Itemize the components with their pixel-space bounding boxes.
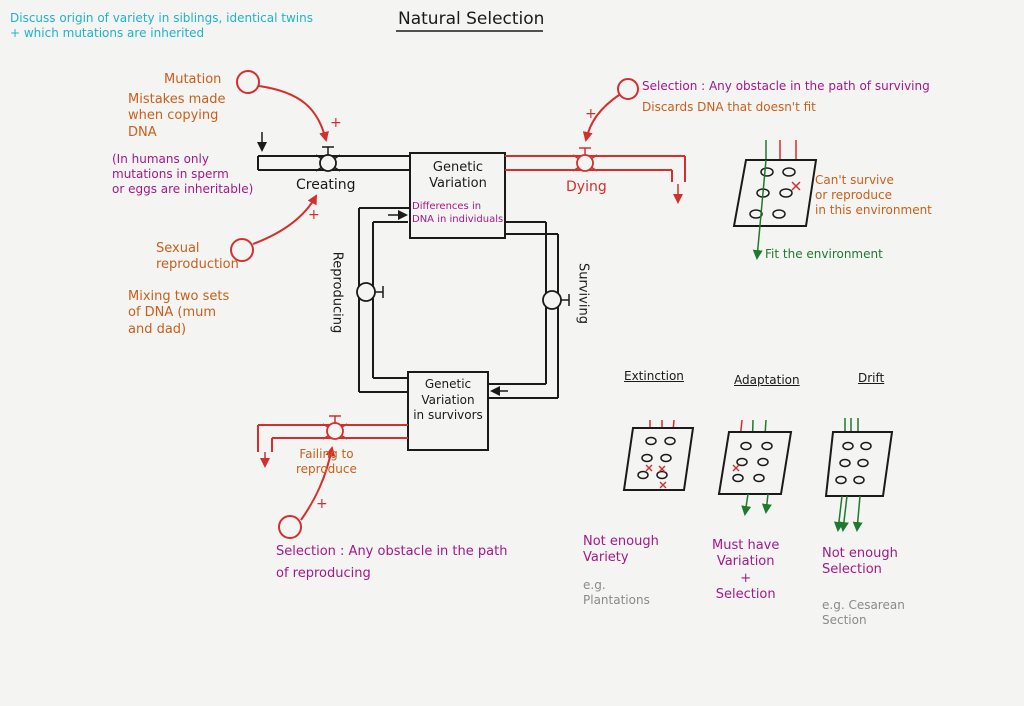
scenario-caption-adaptation: Must have Variation + Selection (712, 538, 780, 602)
fit-environment-label: Fit the environment (765, 247, 883, 261)
selection-reproducing-label: Selection : Any obstacle in the path of … (276, 544, 508, 582)
drift-filter (824, 418, 894, 532)
scenario-heading-extinction: Extinction (624, 369, 684, 383)
sexual-reproduction-title: Sexual reproduction (156, 241, 239, 273)
selection-surviving-influence (582, 78, 639, 142)
cant-survive-label: Can't survive or reproduce in this envir… (815, 173, 932, 217)
mutation-description: Mistakes made when copying DNA (128, 92, 226, 140)
mutation-influence (236, 70, 329, 142)
plus-sign-selection-surviving: + (585, 106, 597, 122)
sexual-reproduction-description: Mixing two sets of DNA (mum and dad) (128, 289, 230, 337)
surviving-loop (488, 221, 559, 399)
reproducing-loop (358, 207, 410, 393)
genetic-variation-label: Genetic Variation (429, 160, 487, 192)
scenario-heading-drift: Drift (858, 371, 885, 385)
scenario-example-extinction: e.g. Plantations (583, 578, 650, 607)
selection-surviving-label: Selection : Any obstacle in the path of … (642, 79, 930, 93)
adaptation-filter (717, 419, 793, 516)
mutation-title: Mutation (164, 72, 222, 87)
dying-label: Dying (566, 179, 607, 195)
dying-valve (572, 147, 598, 172)
surviving-label: Surviving (575, 263, 591, 324)
reproducing-label: Reproducing (329, 251, 345, 334)
reproducing-valve (356, 282, 384, 302)
genetic-variation-stock (409, 152, 506, 239)
creating-valve (315, 146, 341, 172)
survivors-stock (407, 371, 489, 451)
creating-label: Creating (296, 177, 356, 193)
plus-sign-selection-reproducing: + (316, 496, 328, 512)
survivors-label: Genetic Variation in survivors (413, 377, 483, 423)
plus-sign-sexual: + (308, 207, 320, 223)
scenario-heading-adaptation: Adaptation (734, 373, 800, 387)
sexual-reproduction-influence (230, 194, 317, 262)
plus-sign-mutation: + (330, 115, 342, 131)
mutation-note: (In humans only mutations in sperm or eg… (112, 152, 254, 196)
failing-valve (322, 415, 348, 440)
environment-filter (732, 140, 818, 260)
discussion-note: Discuss origin of variety in siblings, i… (10, 11, 313, 40)
creating-inflow-pipe (257, 132, 410, 171)
genetic-variation-subtitle: Differences in DNA in individuals (412, 201, 504, 225)
scenario-caption-drift: Not enough Selection (822, 546, 898, 578)
selection-reproducing-influence (278, 446, 336, 539)
failing-label: Failing to reproduce (296, 447, 357, 476)
scenario-example-drift: e.g. Cesarean Section (822, 598, 905, 627)
selection-surviving-subtitle: Discards DNA that doesn't fit (642, 100, 816, 114)
page-title: Natural Selection (398, 9, 545, 29)
surviving-valve (542, 290, 570, 310)
scenario-caption-extinction: Not enough Variety (583, 534, 659, 566)
extinction-filter (622, 419, 695, 491)
